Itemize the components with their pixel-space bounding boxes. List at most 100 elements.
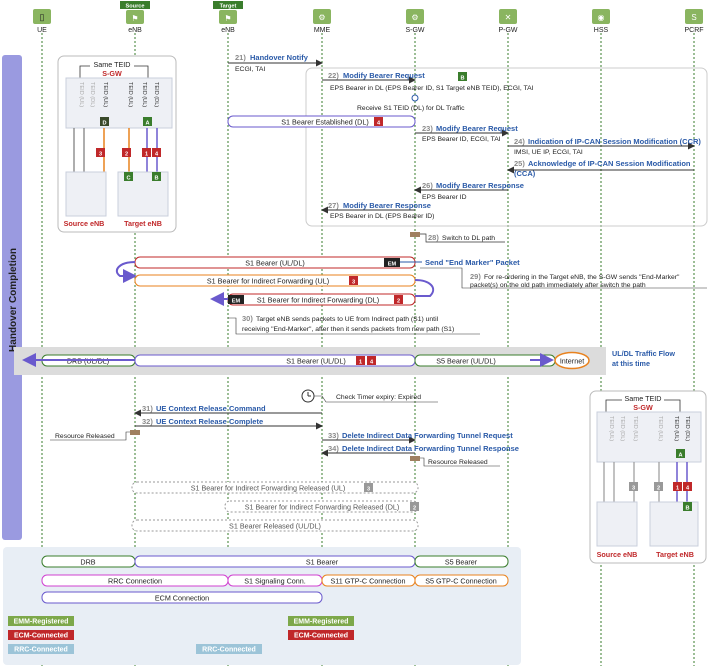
svg-text:S-GW: S-GW xyxy=(405,27,424,34)
svg-text:Handover Notify: Handover Notify xyxy=(250,53,309,62)
svg-text:✕: ✕ xyxy=(505,13,512,22)
pcrf-icon xyxy=(685,9,703,24)
svg-text:TEID (DL): TEID (DL) xyxy=(153,82,159,107)
svg-text:Modify Bearer Response: Modify Bearer Response xyxy=(436,181,524,190)
svg-text:C: C xyxy=(126,176,130,182)
svg-text:3: 3 xyxy=(99,152,102,158)
svg-text:⚑: ⚑ xyxy=(224,14,231,23)
svg-text:EM: EM xyxy=(232,299,241,305)
svg-text:eNB: eNB xyxy=(221,27,235,34)
svg-text:ECGI, TAI: ECGI, TAI xyxy=(235,66,265,73)
svg-text:25): 25) xyxy=(514,159,525,168)
svg-text:22): 22) xyxy=(328,71,339,80)
svg-text:S: S xyxy=(691,13,696,22)
em-marker-1 xyxy=(384,258,400,267)
svg-text:UE Context Release Command: UE Context Release Command xyxy=(156,404,266,413)
svg-text:UE: UE xyxy=(37,27,47,34)
state-emm-registered-mme xyxy=(288,616,354,626)
message-list: 21) Handover Notify ECGI, TAI 22) Modify… xyxy=(227,53,701,243)
svg-text:Check Timer expiry: Expired: Check Timer expiry: Expired xyxy=(336,394,421,401)
svg-text:24): 24) xyxy=(514,137,525,146)
source-tag: Source xyxy=(126,4,145,10)
svg-text:26): 26) xyxy=(422,181,433,190)
svg-text:EPS Bearer ID: EPS Bearer ID xyxy=(422,194,467,201)
svg-text:S1 Signaling Conn.: S1 Signaling Conn. xyxy=(244,577,306,586)
state-emm-registered-ue xyxy=(8,616,74,626)
phase-label: Handover Completion xyxy=(8,248,19,352)
svg-text:Modify Bearer Response: Modify Bearer Response xyxy=(343,201,431,210)
svg-text:Target eNB sends packets to UE: Target eNB sends packets to UE from Indi… xyxy=(256,316,439,323)
svg-text:31): 31) xyxy=(142,404,153,413)
svg-text:1: 1 xyxy=(145,152,148,158)
svg-text:TEID (UL): TEID (UL) xyxy=(141,82,147,107)
svg-text:D: D xyxy=(102,121,106,127)
svg-text:⚑: ⚑ xyxy=(131,14,138,23)
process-circle xyxy=(411,94,419,102)
svg-text:TEID (UL): TEID (UL) xyxy=(673,416,679,441)
phase-bar xyxy=(2,55,22,540)
state-ecm-connected-mme xyxy=(288,630,354,640)
svg-text:Target eNB: Target eNB xyxy=(124,219,162,228)
svg-text:2: 2 xyxy=(657,486,660,492)
svg-text:4: 4 xyxy=(370,360,374,366)
svg-text:TEID (UL): TEID (UL) xyxy=(78,82,84,107)
svg-text:Acknowledge of IP-CAN Session: Acknowledge of IP-CAN Session Modificati… xyxy=(528,159,691,168)
msg-27: 27) Modify Bearer Response EPS Bearer in… xyxy=(321,201,434,220)
svg-text:TEID (DL): TEID (DL) xyxy=(619,416,625,441)
msg-32: 32) UE Context Release Complete xyxy=(135,417,323,430)
svg-text:A: A xyxy=(678,453,682,459)
svg-text:EPS Bearer in DL (EPS Bearer I: EPS Bearer in DL (EPS Bearer ID) xyxy=(330,213,434,220)
svg-text:TEID (UL): TEID (UL) xyxy=(657,416,663,441)
msg-22: 22) Modify Bearer Request B EPS Bearer i… xyxy=(322,71,534,92)
msg-23: 23) Modify Bearer Request EPS Bearer ID,… xyxy=(415,124,518,143)
svg-text:▯: ▯ xyxy=(40,12,45,22)
entity-header: ▯ UE Source ⚑ eNB Target ⚑ eNB ⚙ MME ⚙ S… xyxy=(33,1,704,34)
svg-text:S1 Bearer for Indirect Forward: S1 Bearer for Indirect Forwarding (DL) xyxy=(257,296,379,305)
inset-before: Same TEID S-GW TEID (UL) TEID (DL) TEID … xyxy=(57,55,177,233)
svg-text:⚙: ⚙ xyxy=(411,13,418,22)
svg-text:4: 4 xyxy=(155,152,159,158)
svg-text:Modify Bearer Request: Modify Bearer Request xyxy=(436,124,518,133)
svg-text:Internet: Internet xyxy=(560,357,584,366)
svg-text:Source eNB: Source eNB xyxy=(597,550,638,559)
svg-text:MME: MME xyxy=(314,27,331,34)
svg-text:⚙: ⚙ xyxy=(318,13,325,22)
svg-text:S1 Bearer (UL/DL): S1 Bearer (UL/DL) xyxy=(286,357,346,366)
em-marker-2 xyxy=(228,295,244,304)
mme-icon xyxy=(313,9,331,24)
badge-a xyxy=(143,117,152,126)
svg-text:1: 1 xyxy=(676,486,679,492)
state-rrc-connected-ue xyxy=(8,644,74,654)
entity-hss: ◉ HSS xyxy=(592,9,610,34)
entity-target-enb: Target ⚑ eNB xyxy=(213,1,243,34)
svg-text:TEID (DL): TEID (DL) xyxy=(684,416,690,441)
svg-text:4: 4 xyxy=(377,121,381,127)
svg-text:P-GW: P-GW xyxy=(498,27,517,34)
svg-text:EMM-Registered: EMM-Registered xyxy=(14,619,69,626)
svg-text:21): 21) xyxy=(235,53,246,62)
svg-text:34): 34) xyxy=(328,444,339,453)
msg-receive: Receive S1 TEID (DL) for DL Traffic xyxy=(357,105,465,112)
svg-text:S1 Bearer for Indirect Forward: S1 Bearer for Indirect Forwarding (UL) xyxy=(207,277,329,286)
svg-text:PCRF: PCRF xyxy=(684,27,703,34)
svg-text:S1 Bearer Released (UL/DL): S1 Bearer Released (UL/DL) xyxy=(229,522,321,531)
svg-text:UL/DL Traffic Flow: UL/DL Traffic Flow xyxy=(612,349,675,358)
bearer-flows: S1 Bearer (UL/DL) EM Send "End Marker" P… xyxy=(115,256,707,335)
timer-expiry: Check Timer expiry: Expired xyxy=(301,389,438,403)
svg-text:at this time: at this time xyxy=(612,359,650,368)
svg-text:B: B xyxy=(685,506,689,512)
state-rrc-connected-enb xyxy=(196,644,262,654)
svg-text:eNB: eNB xyxy=(128,27,142,34)
s1-bearer-established: S1 Bearer Established (DL) 4 xyxy=(227,115,416,128)
pgw-icon xyxy=(499,9,517,24)
badge-d xyxy=(100,117,109,126)
enb-icon xyxy=(219,10,237,24)
msg-end-marker: Send "End Marker" Packet xyxy=(425,258,520,267)
svg-text:ECM-Connected: ECM-Connected xyxy=(14,633,68,640)
svg-text:Same TEID: Same TEID xyxy=(93,60,130,69)
msg-31: 31) UE Context Release Command xyxy=(134,404,322,417)
svg-text:S1 Bearer Established (DL): S1 Bearer Established (DL) xyxy=(281,118,369,127)
svg-text:S-GW: S-GW xyxy=(102,69,122,78)
target-tag: Target xyxy=(220,4,237,10)
